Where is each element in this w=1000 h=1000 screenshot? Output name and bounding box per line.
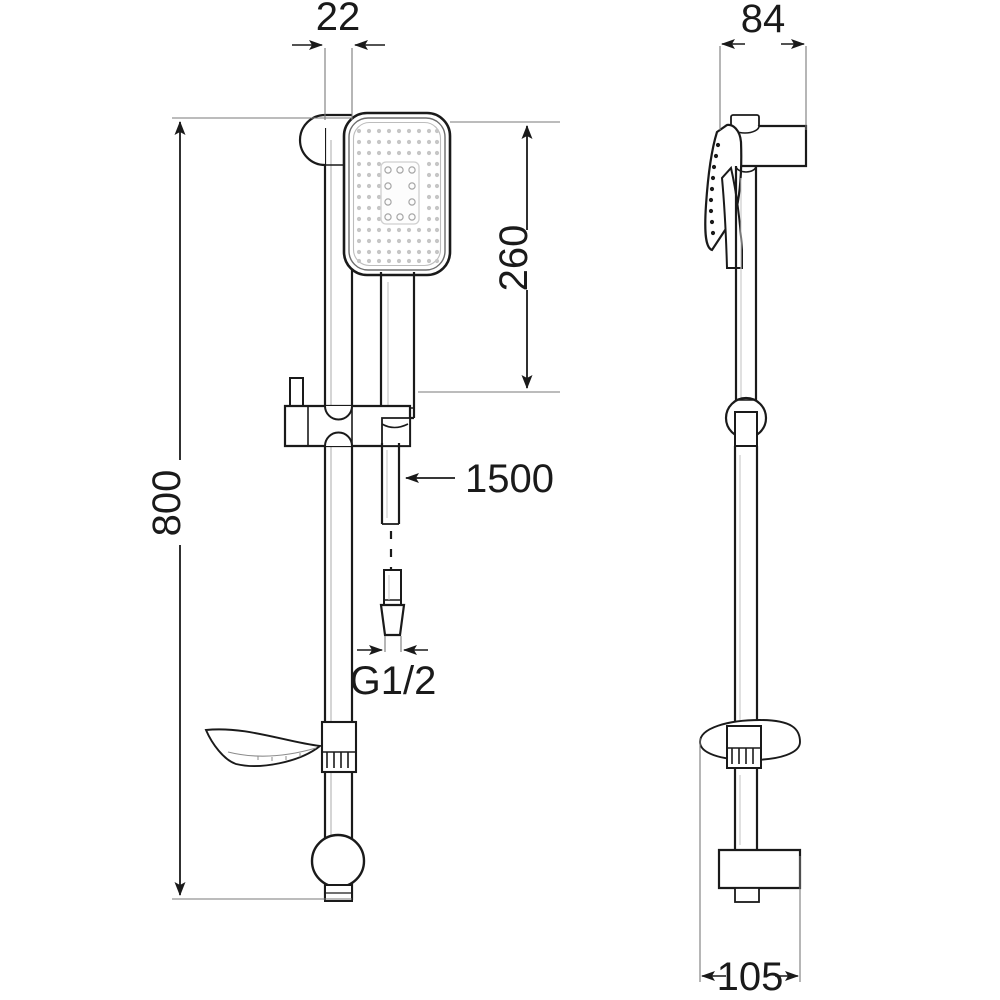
dimension-260-label: 260	[492, 225, 536, 292]
dimension-g12: G1/2	[350, 636, 437, 703]
side-lower-rail	[733, 446, 759, 726]
dimension-22-label: 22	[316, 0, 361, 39]
side-view: 84 105	[699, 0, 808, 999]
dimension-260: 260	[418, 121, 560, 393]
dimension-84: 84	[719, 0, 807, 130]
shower-hose-upper	[380, 443, 401, 525]
soap-dish	[204, 728, 323, 767]
dimension-22: 22	[292, 0, 385, 120]
dimension-1500-label: 1500	[465, 457, 554, 501]
side-wall-bracket-bottom	[717, 848, 802, 903]
hose-end-fitting	[379, 569, 406, 637]
side-soap-dish	[699, 719, 801, 769]
dimension-84-label: 84	[741, 0, 786, 41]
side-wall-bracket-top	[724, 114, 808, 168]
spray-nozzle-grid	[356, 128, 440, 264]
front-view: 22 260 800 1500	[145, 0, 560, 902]
soap-dish-collar	[320, 720, 358, 774]
centre-spray-plate	[380, 161, 420, 225]
side-nozzle-dots	[708, 142, 721, 236]
dimension-800-label: 800	[145, 470, 189, 537]
hand-shower-handle	[379, 272, 416, 420]
dimension-105-label: 105	[717, 955, 784, 999]
dimension-800: 800	[145, 117, 352, 900]
slide-bracket	[283, 377, 412, 448]
dimension-1500: 1500	[405, 457, 554, 501]
side-slide-rail	[734, 165, 758, 412]
rail-bottom-mount	[310, 833, 366, 902]
hand-shower-head	[342, 111, 452, 277]
side-bottom-rail	[733, 768, 759, 850]
dimension-g12-label: G1/2	[350, 659, 437, 703]
dimension-105: 105	[699, 738, 801, 999]
rail-top-cap	[298, 113, 352, 167]
side-slide-bracket	[724, 396, 768, 447]
